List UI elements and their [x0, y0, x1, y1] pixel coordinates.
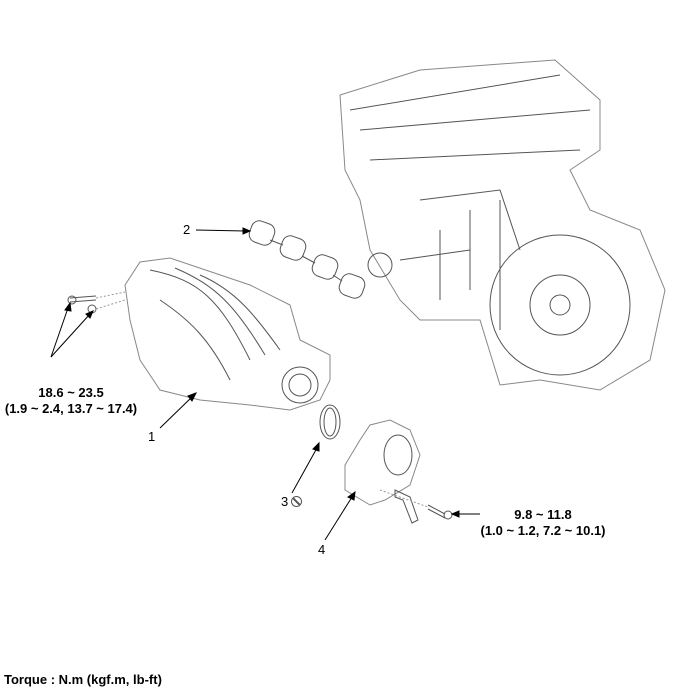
torque-nm: 18.6 ~ 23.5	[38, 385, 104, 400]
gasket-drawing	[248, 220, 366, 299]
throttle-body-drawing	[344, 419, 453, 524]
torque-alt-units: (1.0 ~ 1.2, 7.2 ~ 10.1)	[480, 523, 606, 538]
torque-units-note: Torque : N.m (kgf.m, lb-ft)	[4, 672, 162, 687]
leader-lines	[50, 227, 480, 541]
o-ring-drawing	[319, 404, 341, 440]
callout-2: 2	[183, 222, 191, 237]
callout-3: 3	[281, 494, 289, 509]
torque-spec-manifold-bolts: 18.6 ~ 23.5 (1.9 ~ 2.4, 13.7 ~ 17.4)	[0, 385, 142, 417]
callout-4: 4	[318, 542, 326, 557]
torque-spec-throttle-bolts: 9.8 ~ 11.8 (1.0 ~ 1.2, 7.2 ~ 10.1)	[478, 507, 608, 539]
engine-block-drawing	[339, 59, 666, 391]
no-reuse-icon	[291, 496, 302, 507]
callout-1: 1	[148, 429, 156, 444]
manifold-bolts-drawing	[67, 291, 126, 314]
torque-nm: 9.8 ~ 11.8	[514, 507, 572, 522]
torque-alt-units: (1.9 ~ 2.4, 13.7 ~ 17.4)	[4, 401, 138, 416]
intake-manifold-drawing	[124, 257, 331, 411]
